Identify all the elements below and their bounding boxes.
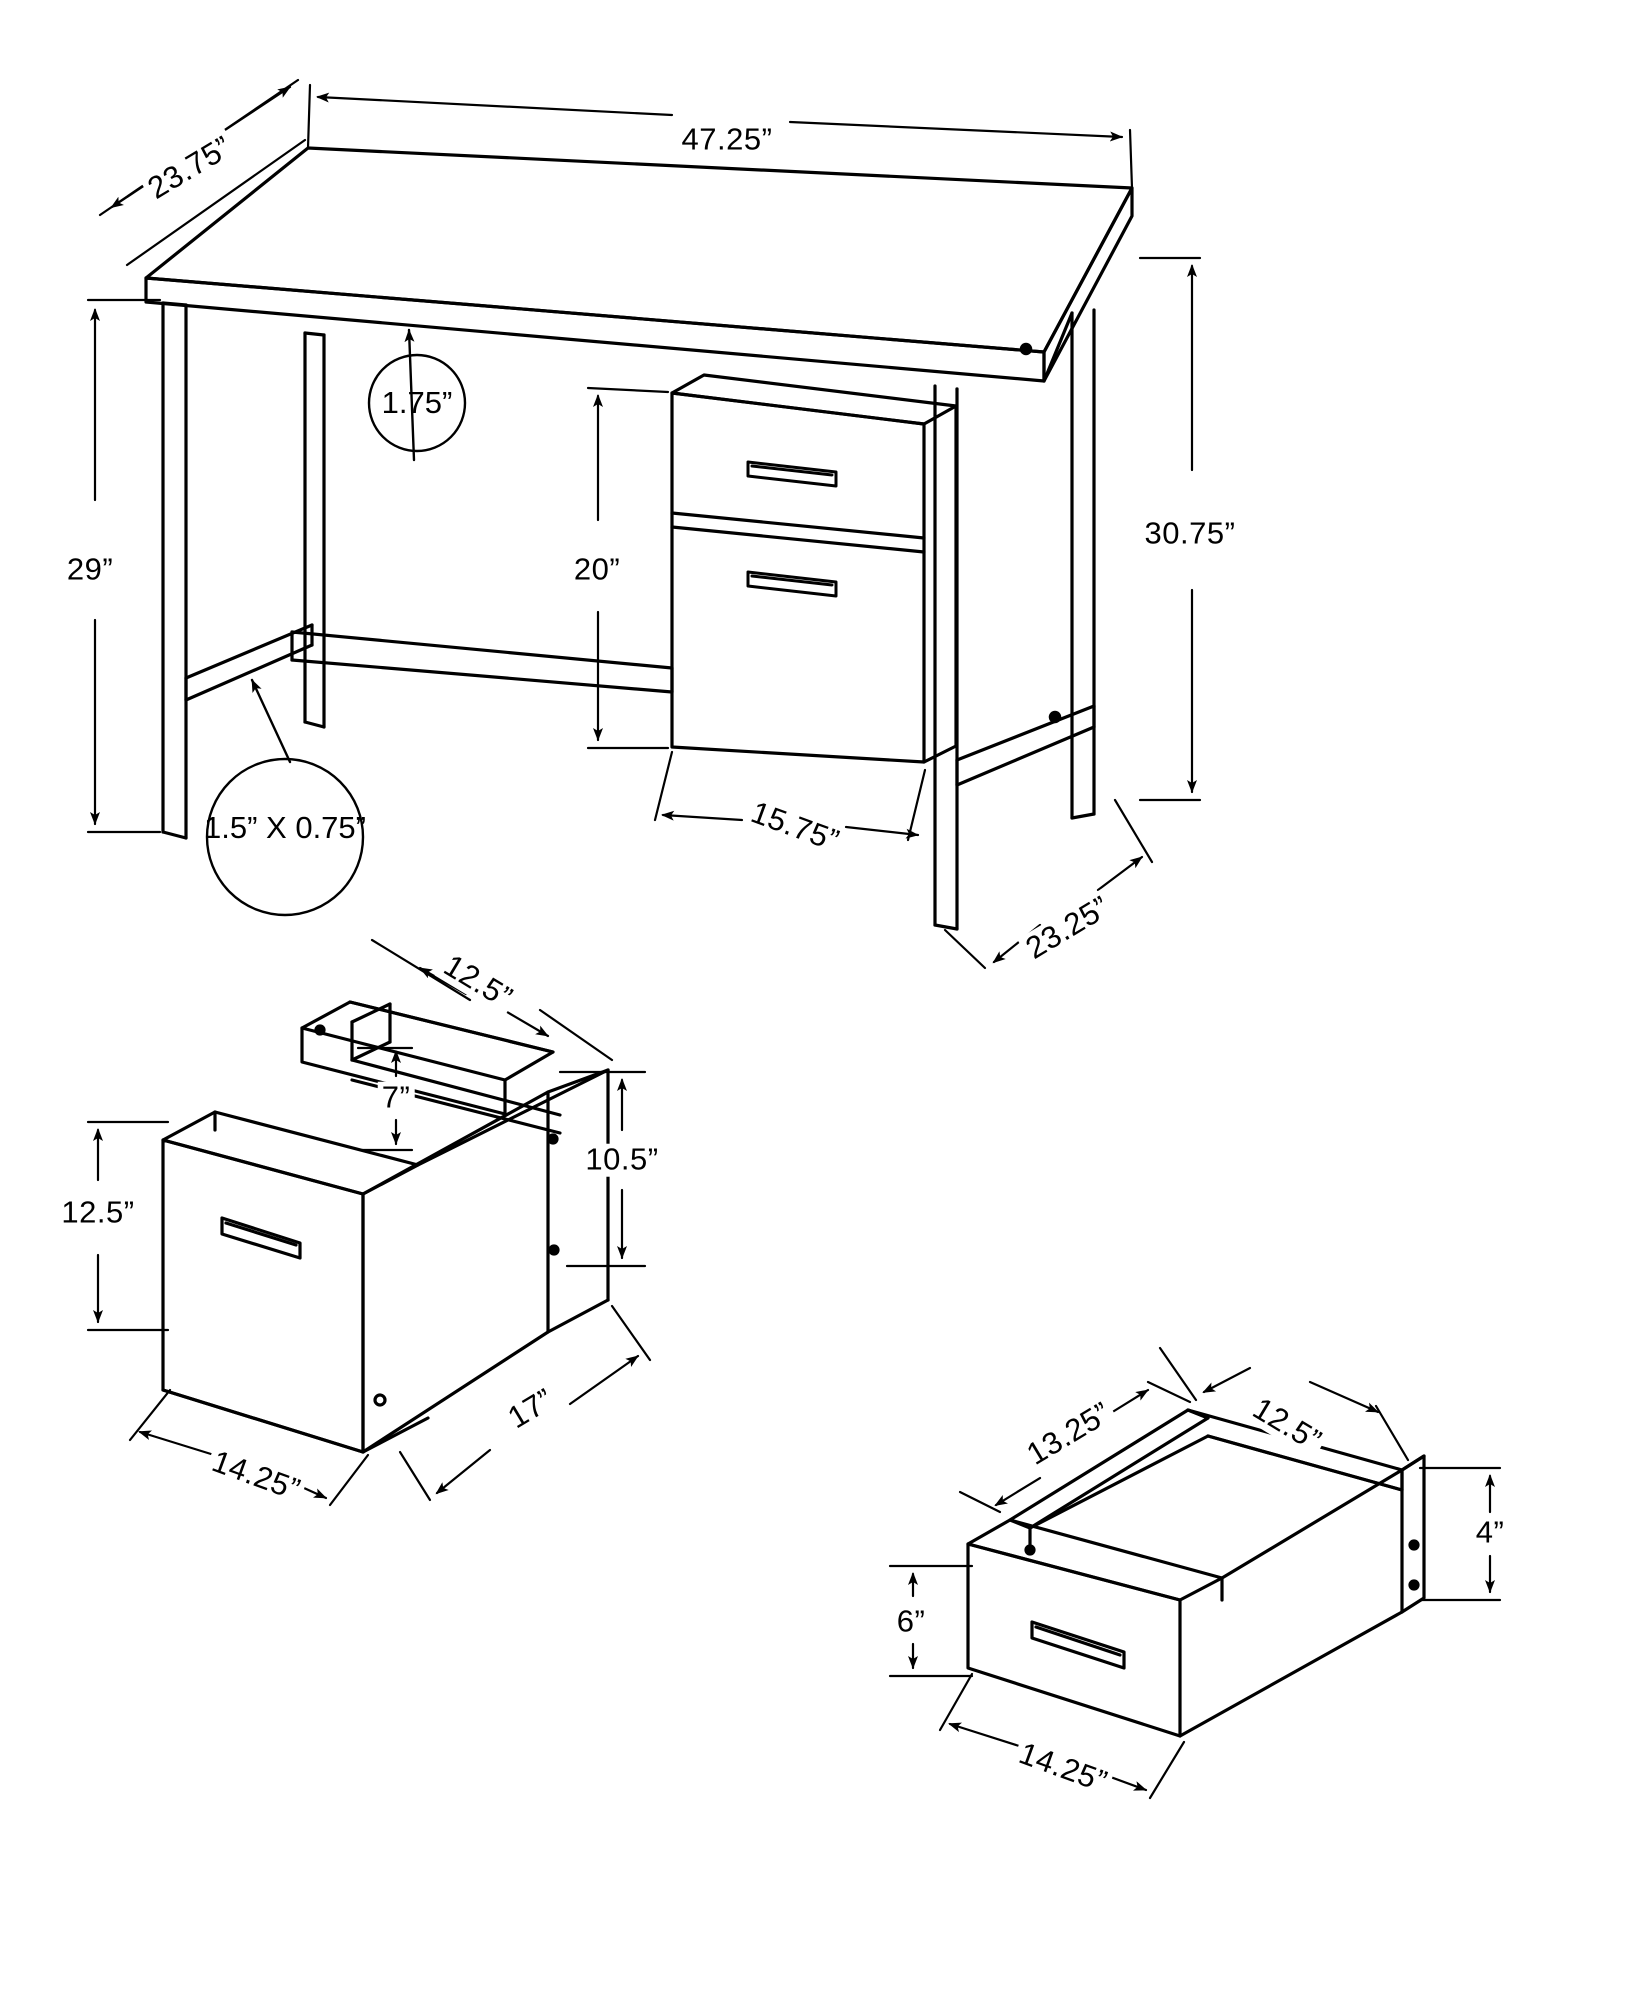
dim-height-right [1138, 256, 1202, 802]
dim-pedestal-height [586, 386, 670, 750]
dim-sm-front-height [888, 1564, 974, 1678]
right-top-edge-a [1042, 311, 1074, 383]
dim-label-width-top: 47.25” [677, 123, 777, 157]
dim-sm-inner-width [1158, 1346, 1410, 1462]
hardware-dots [1019, 342, 1062, 724]
dim-height-left [86, 298, 162, 834]
dim-lg-divider [356, 1046, 414, 1152]
dim-lg-front-height [86, 1120, 170, 1332]
callout-label-top-thickness: 1.75” [381, 385, 453, 420]
callout-circle-leg-profile [205, 678, 365, 917]
desk-leg-rear-right [1070, 308, 1096, 820]
pedestal-drawer-box [670, 373, 958, 764]
dim-label-sm-side-height: 4” [1471, 1516, 1509, 1550]
callout-circle-top-thickness [367, 328, 467, 462]
callout-label-leg-profile: 1.5” X 0.75” [204, 810, 366, 845]
desk-leg-rear-left [161, 301, 188, 840]
dim-sm-side-height [1418, 1466, 1502, 1602]
dim-label-lg-front-height: 12.5” [57, 1196, 139, 1230]
dim-width-top [306, 83, 1134, 190]
dim-label-height-left: 29” [62, 553, 118, 587]
stretcher-long-center [290, 630, 674, 694]
desk-top-surface [144, 146, 1134, 383]
large-drawer-box-edges [161, 1388, 430, 1454]
dim-label-sm-front-height: 6” [892, 1605, 930, 1639]
dim-lg-side-height [558, 1070, 647, 1268]
desk-leg-front-left [303, 331, 326, 729]
stretcher-right-side [955, 704, 1096, 787]
drawer-pull-top [746, 460, 838, 488]
dim-label-lg-divider: 7” [377, 1081, 415, 1115]
dim-pedestal-width [653, 750, 927, 842]
drawer-pull-bottom [746, 570, 838, 598]
desk-leg-front-right [933, 384, 959, 931]
dim-label-pedestal-height: 20” [569, 553, 625, 587]
dim-label-lg-side-height: 10.5” [581, 1143, 663, 1177]
dim-lg-depth [398, 1304, 652, 1502]
dim-label-height-right: 30.75” [1140, 517, 1240, 551]
